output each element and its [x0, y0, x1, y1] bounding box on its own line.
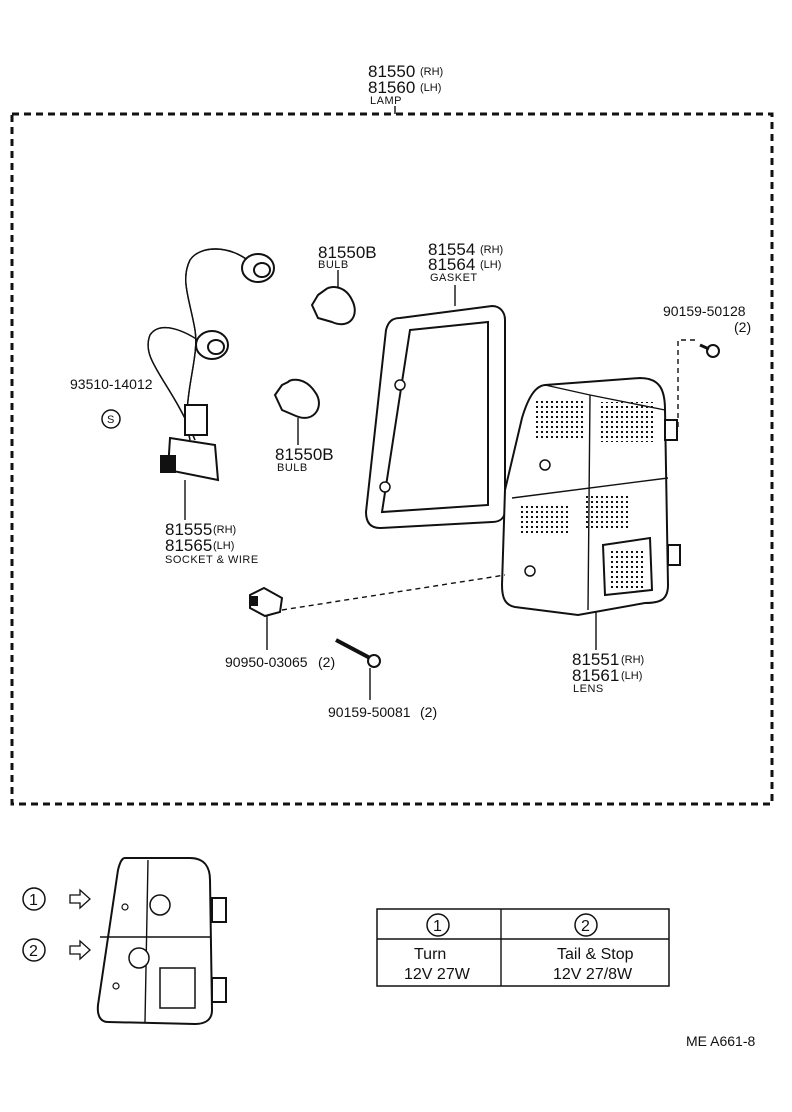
- lens-rh-suffix: (RH): [621, 654, 644, 666]
- screw-top-label: 90159-50128 (2): [663, 303, 751, 335]
- lamp-rh-number: 81550: [368, 62, 415, 81]
- bulb-bottom-part: [273, 378, 320, 445]
- table-header-2: 2: [581, 918, 590, 935]
- socket-lh-suffix: (LH): [213, 540, 234, 552]
- lens-name: LENS: [573, 683, 604, 695]
- lens-lh-suffix: (LH): [621, 670, 642, 682]
- table-cell-r1c1: Turn: [414, 946, 446, 963]
- marker-1-text: 1: [29, 892, 38, 909]
- nut-qty: (2): [318, 654, 335, 670]
- table-cell-r2c1: 12V 27W: [404, 966, 471, 983]
- table-header-1: 1: [433, 918, 442, 935]
- clip-symbol: S: [107, 414, 114, 426]
- lens-part: [500, 376, 681, 650]
- bulb-bottom-label: 81550B BULB: [275, 445, 334, 474]
- lamp-name: LAMP: [370, 95, 402, 107]
- legend-marker-1: 1: [22, 887, 91, 911]
- bulb-top-number: 81550B: [318, 243, 377, 262]
- clip-label: 93510-14012 S: [70, 376, 153, 429]
- lens-lh-number: 81561: [572, 666, 619, 685]
- clip-part-number: 93510-14012: [70, 376, 153, 392]
- clip-symbol-circle: [101, 409, 121, 429]
- gasket-lh-number: 81564: [428, 255, 475, 274]
- screw-top-qty: (2): [734, 319, 751, 335]
- screw-bottom-number: 90159-50081: [328, 704, 411, 720]
- lamp-lh-suffix: (LH): [420, 82, 441, 94]
- lens-label: 81551 (RH) 81561 (LH) LENS: [572, 650, 644, 695]
- legend-lamp-diagram: [96, 857, 227, 1026]
- footer-code: ME A661-8: [686, 1033, 755, 1049]
- screw-bottom-qty: (2): [420, 704, 437, 720]
- screw-top-number: 90159-50128: [663, 303, 746, 319]
- bulb-top-name: BULB: [318, 259, 349, 271]
- assembly-boundary: [10, 112, 774, 806]
- legend-marker-2: 2: [22, 938, 91, 962]
- socket-and-wire-part: [147, 248, 275, 520]
- lamp-lh-number: 81560: [368, 78, 415, 97]
- socket-rh-number: 81555: [165, 520, 212, 539]
- gasket-rh-suffix: (RH): [480, 244, 503, 256]
- nut-label: 90950-03065 (2): [225, 654, 335, 670]
- table-cell-r2c2: 12V 27/8W: [553, 966, 633, 983]
- bulb-spec-table: 1 2 Turn Tail & Stop 12V 27W 12V 27/8W: [376, 908, 670, 987]
- gasket-lh-suffix: (LH): [480, 259, 501, 271]
- bulb-top-part: [310, 270, 356, 326]
- gasket-rh-number: 81554: [428, 240, 475, 259]
- bulb-top-label: 81550B BULB: [318, 243, 377, 271]
- socket-name: SOCKET & WIRE: [165, 554, 259, 566]
- lamp-label: 81550 (RH) 81560 (LH) LAMP: [368, 62, 443, 114]
- bulb-bottom-name: BULB: [277, 462, 308, 474]
- nut-part-number: 90950-03065: [225, 654, 308, 670]
- table-cell-r1c2: Tail & Stop: [557, 946, 634, 963]
- gasket-name: GASKET: [430, 272, 478, 284]
- socket-and-wire-label: 81555 (RH) 81565 (LH) SOCKET & WIRE: [165, 520, 259, 566]
- arrow-right-icon: [69, 888, 91, 910]
- nut-part: [249, 574, 506, 650]
- screw-bottom-label: 90159-50081 (2): [328, 704, 437, 720]
- screw-top-part: [677, 339, 720, 430]
- gasket-label: 81554 (RH) 81564 (LH) GASKET: [428, 240, 503, 284]
- lamp-rh-suffix: (RH): [420, 66, 443, 78]
- socket-lh-number: 81565: [165, 536, 212, 555]
- bulb-bottom-number: 81550B: [275, 445, 334, 464]
- gasket-part: [364, 285, 506, 530]
- arrow-right-icon: [69, 939, 91, 961]
- screw-bottom-part: [335, 638, 381, 700]
- socket-rh-suffix: (RH): [213, 524, 236, 536]
- lens-rh-number: 81551: [572, 650, 619, 669]
- marker-2-text: 2: [29, 943, 38, 960]
